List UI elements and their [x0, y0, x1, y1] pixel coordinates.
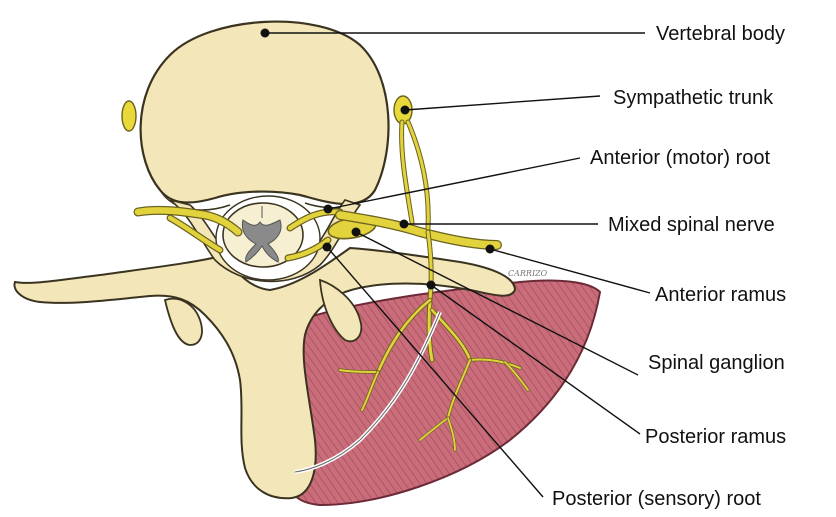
label-vertebral-body: Vertebral body: [656, 23, 785, 45]
left-sympathetic-ganglion: [122, 101, 136, 131]
label-posterior-ramus: Posterior ramus: [645, 426, 786, 448]
dot-vertebral-body: [261, 29, 270, 38]
dot-spinal-ganglion: [352, 228, 361, 237]
dot-anterior-ramus: [486, 245, 495, 254]
dot-posterior-sensory-root: [323, 243, 332, 252]
label-spinal-ganglion: Spinal ganglion: [648, 352, 785, 374]
dot-posterior-ramus: [427, 281, 436, 290]
label-mixed-spinal-nerve: Mixed spinal nerve: [608, 214, 775, 236]
label-posterior-sensory-root: Posterior (sensory) root: [552, 488, 761, 510]
leader-sympathetic-trunk: [405, 96, 600, 110]
label-anterior-motor-root: Anterior (motor) root: [590, 147, 770, 169]
dot-mixed-spinal-nerve: [400, 220, 409, 229]
artist-signature: CARRIZO: [508, 269, 548, 278]
label-anterior-ramus: Anterior ramus: [655, 284, 786, 306]
dot-sympathetic-trunk: [401, 106, 410, 115]
vertebral-body: [141, 22, 389, 204]
label-sympathetic-trunk: Sympathetic trunk: [613, 87, 774, 109]
dot-anterior-motor-root: [324, 205, 333, 214]
